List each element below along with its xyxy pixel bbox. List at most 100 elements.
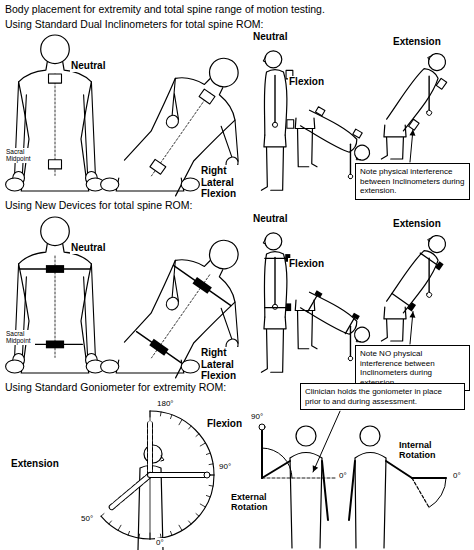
forearm: [261, 430, 263, 478]
upper-body: [120, 40, 285, 215]
device: [352, 313, 360, 320]
arc-tick: [128, 531, 129, 535]
device-band: [392, 253, 438, 306]
figure-label: Neutral: [70, 242, 106, 254]
arm: [349, 461, 355, 520]
hand: [426, 291, 433, 298]
examiner-hand: [6, 178, 24, 191]
device-band: [173, 265, 231, 305]
arc-tick: [200, 443, 205, 446]
device-band: [308, 295, 355, 334]
head: [41, 35, 70, 64]
arc-tick: [171, 415, 172, 419]
upper-body: [385, 49, 462, 138]
inclinometer: [315, 107, 324, 116]
section-heading: Using Standard Dual Inclinometers for to…: [4, 18, 265, 30]
arm-outline: [150, 472, 204, 478]
arm-outline: [84, 82, 96, 173]
pelvis-outline: [21, 178, 89, 191]
pants-outline: [384, 125, 406, 137]
inclinometer: [49, 74, 62, 83]
device: [46, 341, 64, 349]
section-heading: Using New Devices for total spine ROM:: [4, 199, 193, 211]
arc-tick: [189, 521, 192, 524]
lower-body: [261, 135, 286, 190]
leg-outline: [381, 135, 403, 159]
arc-tick: [189, 426, 192, 429]
note-text: Note physical interference between Incli…: [360, 167, 465, 196]
arm-outline: [112, 475, 150, 507]
arm-outline: [210, 298, 256, 344]
landmark-label: Sacral Midpoint: [5, 330, 35, 345]
note-box: Note physical interference between Incli…: [355, 163, 470, 200]
arm-fill: [112, 475, 150, 507]
figure-label: Flexion: [288, 76, 325, 88]
torso-outline: [300, 109, 360, 155]
nose: [356, 157, 361, 161]
figure-label: Neutral: [70, 60, 106, 72]
angle-label: 180°: [156, 399, 175, 408]
goniometer-arc: [101, 516, 150, 539]
arm-outline: [147, 423, 153, 475]
pelvis-outline: [21, 360, 89, 373]
upper-body: [263, 233, 291, 317]
back-view-figure: [6, 217, 105, 373]
upper-arm: [386, 461, 412, 478]
goniometer-arc: [150, 411, 214, 539]
angle-label: 0°: [155, 538, 165, 547]
figure-label: Flexion: [288, 258, 325, 270]
figure-label: Neutral: [252, 31, 288, 43]
hand: [347, 355, 353, 361]
hand: [426, 109, 433, 116]
device: [407, 302, 416, 311]
angle-label: 50°: [80, 514, 94, 523]
head: [265, 233, 282, 250]
head: [265, 51, 282, 68]
lower-body: [295, 300, 317, 349]
inclinometer: [409, 119, 419, 130]
arc-tick: [209, 463, 213, 465]
arrow-head: [313, 465, 318, 472]
head: [425, 232, 449, 256]
torso-outline: [264, 252, 287, 317]
side-view-figure: [261, 51, 293, 190]
arc-tick: [179, 420, 182, 425]
inclinometer: [287, 120, 294, 129]
arc-tick: [150, 411, 151, 417]
device: [314, 290, 322, 297]
note-text: Clinician holds the goniometer in place …: [305, 387, 460, 406]
nose: [356, 339, 361, 343]
arc-tick: [109, 521, 112, 524]
figure-label: External Rotation: [230, 492, 290, 513]
side-view-figure: [261, 233, 291, 372]
device: [435, 261, 444, 270]
title: Body placement for extremity and total s…: [4, 3, 326, 15]
figure-label: Right Lateral Flexion: [200, 347, 256, 382]
arc-tick: [118, 525, 121, 530]
leader-line: [313, 411, 340, 472]
upper-body-facing: [385, 231, 462, 320]
device: [149, 339, 168, 356]
upper-body: [385, 231, 462, 320]
pelvis-outline: [116, 360, 184, 373]
lower-body: [295, 118, 317, 167]
figures: [6, 35, 463, 550]
figure-label: Extension: [10, 458, 60, 470]
arc-tick: [196, 514, 199, 517]
inclinometer: [353, 129, 362, 138]
nose: [263, 239, 266, 244]
landmark-label: Sacral Midpoint: [5, 148, 35, 163]
examiner-hand: [181, 178, 199, 191]
upper-body-facing: [263, 51, 294, 135]
device-band: [137, 332, 182, 363]
inclinometer: [199, 89, 215, 104]
hand: [272, 304, 277, 309]
hand: [204, 472, 210, 478]
arm-outline: [157, 78, 197, 119]
nose: [427, 54, 432, 60]
examiner-hand: [101, 178, 119, 191]
arc-tick: [150, 533, 151, 539]
arm-outline: [210, 116, 256, 162]
